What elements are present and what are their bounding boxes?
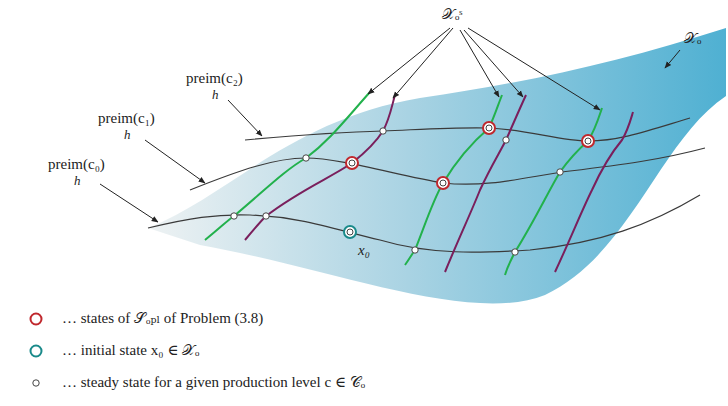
set-label: 𝒳ₒˢ bbox=[442, 6, 463, 23]
steady-state-dots bbox=[231, 128, 563, 255]
legend-text: … steady state for a given production le… bbox=[62, 374, 365, 391]
preimage-curves bbox=[148, 118, 705, 252]
legend-markers bbox=[31, 314, 42, 387]
preimage-label: preim(c₁) bbox=[98, 110, 155, 127]
initial-state bbox=[344, 226, 356, 238]
optimal-states bbox=[346, 122, 594, 189]
preimage-label: preim(c₀) bbox=[48, 156, 105, 173]
map-subscript: h bbox=[124, 128, 131, 142]
preimage-label: preim(c₂) bbox=[186, 70, 243, 87]
map-subscript: h bbox=[212, 88, 219, 102]
legend-text: … states of 𝒮ₒₚₗ of Problem (3.8) bbox=[62, 310, 263, 327]
point-label: x₀ bbox=[358, 242, 370, 259]
leader-arrows bbox=[100, 28, 680, 222]
steady-state-curves bbox=[205, 92, 633, 275]
set-label: 𝒳ₒ bbox=[684, 30, 701, 47]
legend-text: … initial state x₀ ∈ 𝒳ₒ bbox=[62, 342, 199, 359]
manifold-surface bbox=[148, 28, 726, 304]
map-subscript: h bbox=[74, 174, 81, 188]
